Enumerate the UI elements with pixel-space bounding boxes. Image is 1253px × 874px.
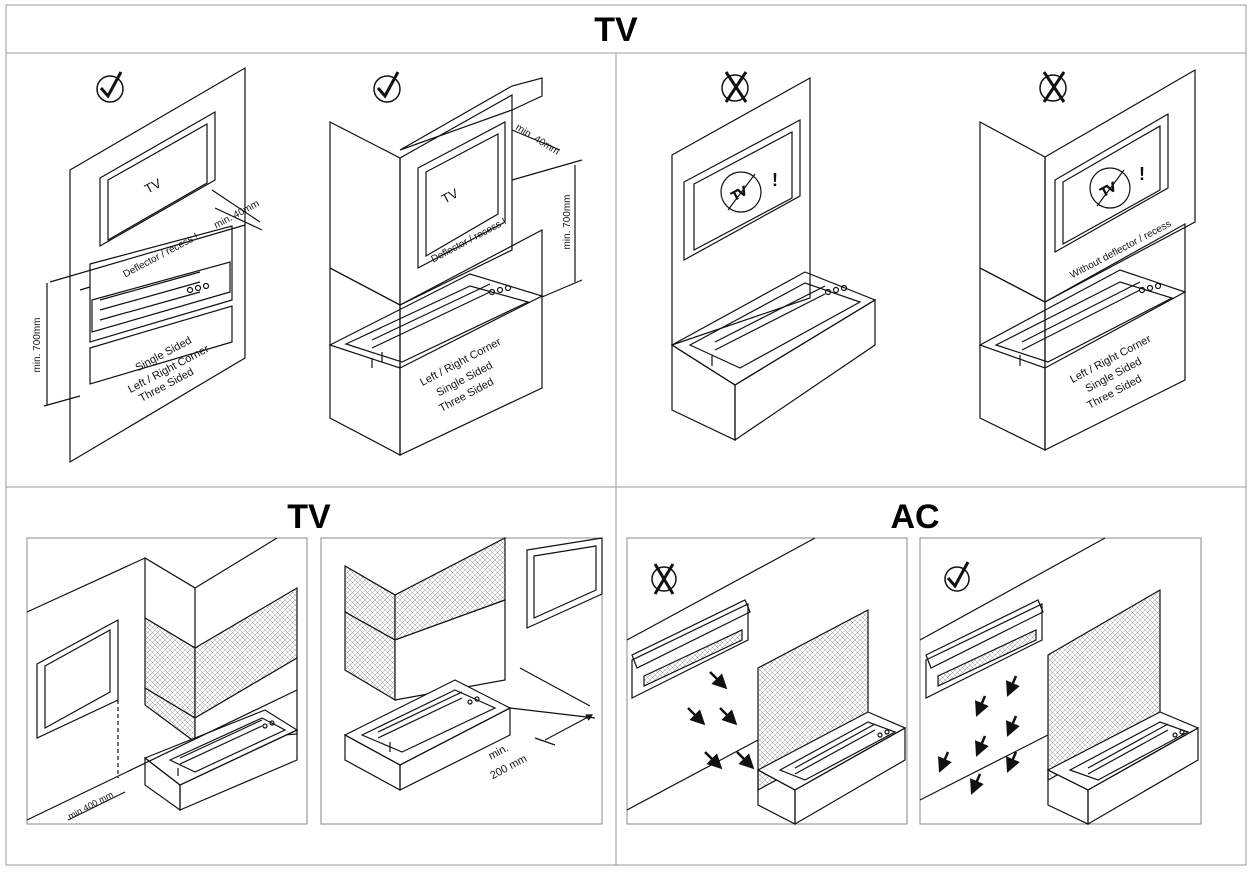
- airflow-arrows: [687, 671, 755, 770]
- header-title: TV: [594, 11, 638, 49]
- tv-label: TV: [439, 185, 461, 206]
- height-label: min. 700mm: [562, 194, 573, 249]
- check-icon: [96, 71, 124, 103]
- check-icon: [944, 561, 970, 592]
- height-label: min. 700mm: [32, 317, 43, 372]
- panel-5: min 400 mm: [26, 537, 308, 825]
- panel-6: min. 200 mm: [320, 537, 603, 825]
- panel-2: TV min. 40mm Deflector / recess ! min. 7…: [328, 71, 583, 456]
- cross-icon: [651, 563, 677, 595]
- panel-3: TV !: [670, 71, 877, 442]
- cross-icon: [721, 71, 749, 103]
- panel-1: TV min. 40mm Deflector / recess ! min. 7…: [32, 66, 263, 464]
- warning-mark: !: [1139, 164, 1145, 184]
- deflector-label: Without deflector / recess: [1068, 218, 1173, 281]
- warning-mark: !: [772, 170, 778, 190]
- gap-label: min. 40mm: [513, 122, 561, 158]
- panel-4: TV ! Without deflector / recess Left / R…: [978, 68, 1196, 451]
- tv-label: TV: [142, 175, 164, 196]
- panel-8: [919, 537, 1202, 826]
- check-icon: [373, 71, 401, 103]
- cross-icon: [1039, 71, 1067, 103]
- distance-label: min 400 mm: [66, 789, 114, 821]
- lower-right-title: AC: [890, 498, 939, 536]
- lower-left-title: TV: [287, 498, 331, 536]
- airflow-arrows: [938, 675, 1020, 795]
- panel-7: [626, 537, 908, 826]
- grid-lines: [5, 4, 1247, 866]
